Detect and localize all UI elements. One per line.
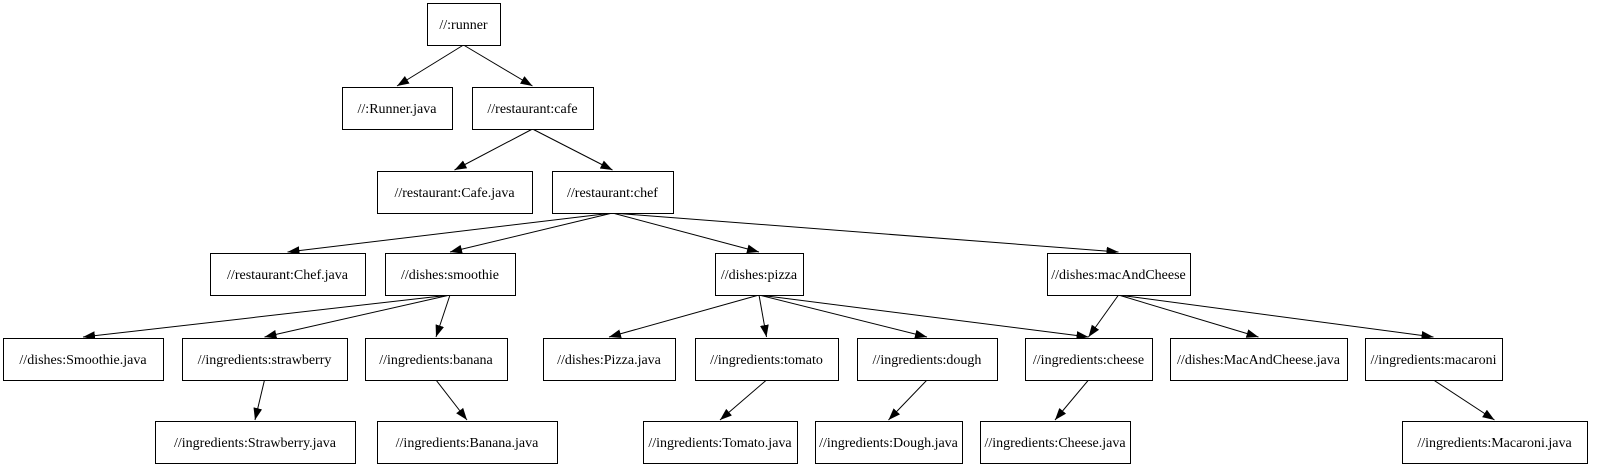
node-box [210,253,366,296]
graph-node-mac_and_cheese_java: //dishes:MacAndCheese.java [1170,338,1348,381]
node-label: //ingredients:banana [379,353,493,368]
graph-node-runner_java: //:Runner.java [342,87,453,130]
graph-node-tomato: //ingredients:tomato [695,338,839,381]
node-box [182,338,348,381]
graph-node-chef_java: //restaurant:Chef.java [210,253,366,296]
graph-edge-pizza-to-dough [758,294,928,339]
graph-node-banana_java: //ingredients:Banana.java [377,421,558,464]
node-box [1365,338,1503,381]
node-box [1025,338,1153,381]
node-label: //ingredients:tomato [710,353,823,368]
node-label: //:runner [439,18,488,33]
node-label: //ingredients:strawberry [198,353,332,368]
node-label: //dishes:smoothie [401,268,499,283]
graph-node-smoothie: //dishes:smoothie [385,253,516,296]
graph-edge-banana-to-banana_java [435,379,468,421]
graph-edge-cafe-to-cafe_java [454,128,533,171]
graph-node-strawberry_java: //ingredients:Strawberry.java [155,421,356,464]
graph-edge-cafe-to-chef [532,128,613,171]
graph-edge-chef-to-chef_java [287,212,613,255]
graph-node-cafe: //restaurant:cafe [472,87,594,130]
node-box [427,3,501,46]
graph-edge-mac_and_cheese-to-macaroni [1118,294,1434,340]
graph-edge-pizza-to-tomato [758,294,769,338]
graph-edge-chef-to-smoothie [449,212,613,254]
node-box [1047,253,1191,296]
graph-node-strawberry: //ingredients:strawberry [182,338,348,381]
graph-node-cafe_java: //restaurant:Cafe.java [377,171,533,214]
node-label: //ingredients:Tomato.java [648,436,792,451]
graph-edge-runner-to-cafe [463,44,533,87]
graph-edge-pizza-to-cheese [758,294,1089,340]
graph-node-chef: //restaurant:chef [552,171,674,214]
node-box [342,87,453,130]
node-box [365,338,508,381]
node-label: //ingredients:dough [873,353,982,368]
graph-node-smoothie_java: //dishes:Smoothie.java [3,338,164,381]
node-box [695,338,839,381]
graph-node-tomato_java: //ingredients:Tomato.java [643,421,798,464]
graph-edge-chef-to-pizza [612,212,760,254]
node-box [815,421,963,464]
node-box [980,421,1131,464]
graph-node-mac_and_cheese: //dishes:macAndCheese [1047,253,1191,296]
graph-node-macaroni: //ingredients:macaroni [1365,338,1503,381]
node-box [857,338,998,381]
node-box [543,338,676,381]
node-label: //dishes:macAndCheese [1051,268,1186,283]
graph-node-macaroni_java: //ingredients:Macaroni.java [1402,421,1588,464]
node-box [377,171,533,214]
graph-edge-strawberry-to-strawberry_java [253,379,265,421]
node-box [3,338,164,381]
node-label: //dishes:Smoothie.java [19,353,147,368]
graph-node-dough: //ingredients:dough [857,338,998,381]
node-label: //dishes:Pizza.java [557,353,662,368]
graph-edge-mac_and_cheese-to-cheese [1088,294,1119,338]
graph-edge-tomato-to-tomato_java [719,379,767,421]
node-label: //restaurant:Chef.java [227,268,349,283]
node-label: //ingredients:Dough.java [819,436,959,451]
node-label: //restaurant:chef [567,186,658,201]
graph-edge-runner-to-runner_java [396,44,464,87]
node-box [715,253,804,296]
node-label: //ingredients:Cheese.java [984,436,1126,451]
graph-edge-chef-to-mac_and_cheese [612,212,1119,256]
node-box [1170,338,1348,381]
graph-edge-dough-to-dough_java [888,379,928,421]
node-label: //ingredients:Banana.java [396,436,539,451]
graph-node-pizza_java: //dishes:Pizza.java [543,338,676,381]
graph-edge-cheese-to-cheese_java [1054,379,1089,421]
node-label: //dishes:MacAndCheese.java [1177,353,1341,368]
node-label: //:Runner.java [358,102,438,117]
graph-node-dough_java: //ingredients:Dough.java [815,421,963,464]
node-box [1402,421,1588,464]
graph-edge-macaroni-to-macaroni_java [1433,379,1495,421]
graph-edge-mac_and_cheese-to-mac_and_cheese_java [1118,294,1259,338]
node-box [472,87,594,130]
graph-edge-pizza-to-pizza_java [608,294,760,339]
node-box [385,253,516,296]
graph-node-banana: //ingredients:banana [365,338,508,381]
node-label: //dishes:pizza [721,268,798,283]
node-label: //restaurant:cafe [487,102,577,117]
graph-node-cheese_java: //ingredients:Cheese.java [980,421,1131,464]
node-box [552,171,674,214]
graph-edge-smoothie-to-smoothie_java [82,294,451,341]
graph-edge-smoothie-to-strawberry [264,294,451,339]
graph-node-cheese: //ingredients:cheese [1025,338,1153,381]
node-box [377,421,558,464]
node-label: //ingredients:cheese [1033,353,1144,368]
node-label: //ingredients:Strawberry.java [174,436,337,451]
node-label: //ingredients:Macaroni.java [1417,436,1572,451]
graph-edge-smoothie-to-banana [435,294,451,338]
node-box [643,421,798,464]
graph-node-pizza: //dishes:pizza [715,253,804,296]
node-label: //restaurant:Cafe.java [394,186,515,201]
node-label: //ingredients:macaroni [1371,353,1497,368]
node-box [155,421,356,464]
graph-node-runner: //:runner [427,3,501,46]
